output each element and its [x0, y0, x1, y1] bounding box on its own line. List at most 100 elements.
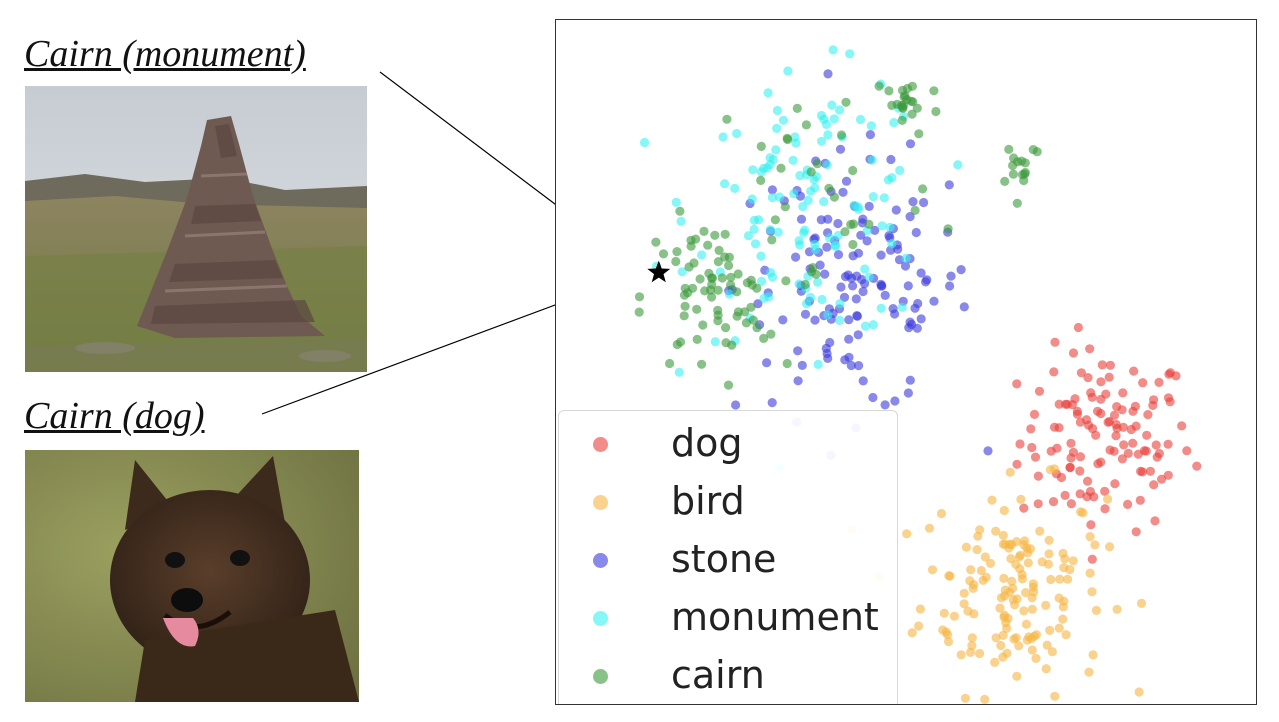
scatter-point-bird — [975, 648, 985, 659]
scatter-point-stone — [856, 230, 866, 240]
scatter-point-dog — [1033, 471, 1043, 481]
scatter-point-monument — [887, 173, 897, 183]
scatter-point-bird — [980, 552, 990, 562]
scatter-point-bird — [995, 603, 1005, 613]
scatter-point-dog — [1149, 480, 1159, 490]
scatter-point-bird — [965, 647, 976, 658]
scatter-point-dog — [1148, 400, 1158, 410]
scatter-point-cairn — [806, 167, 816, 177]
scatter-point-bird — [959, 599, 969, 609]
scatter-point-monument — [819, 197, 829, 207]
scatter-point-bird — [1014, 641, 1024, 651]
scatter-point-cairn — [897, 115, 907, 125]
scatter-point-cairn — [1020, 169, 1030, 179]
scatter-point-bird — [941, 627, 951, 637]
scatter-point-bird — [1091, 605, 1101, 616]
scatter-point-monument — [810, 239, 820, 249]
scatter-point-cairn — [907, 109, 917, 119]
scatter-point-monument — [868, 192, 878, 202]
scatter-point-stone — [905, 212, 915, 222]
scatter-point-cairn — [887, 100, 897, 110]
scatter-point-stone — [793, 376, 803, 386]
scatter-point-stone — [852, 271, 862, 281]
scatter-point-cairn — [671, 256, 681, 267]
scatter-point-bird — [914, 621, 924, 631]
scatter-point-monument — [845, 49, 855, 59]
scatter-point-cairn — [634, 292, 645, 302]
scatter-point-bird — [996, 640, 1006, 651]
scatter-point-stone — [886, 154, 896, 165]
scatter-point-dog — [1133, 449, 1143, 459]
scatter-point-monument — [825, 233, 835, 243]
scatter-point-monument — [774, 192, 785, 202]
scatter-point-dog — [1117, 454, 1127, 464]
scatter-point-bird — [1003, 613, 1013, 624]
scatter-point-stone — [852, 311, 862, 321]
scatter-point-bird — [968, 583, 978, 594]
scatter-point-dog — [1072, 409, 1082, 419]
scatter-point-dog — [1026, 424, 1036, 434]
scatter-point-stone — [820, 269, 830, 279]
scatter-point-dog — [1067, 400, 1077, 410]
scatter-point-bird — [1065, 564, 1075, 575]
scatter-point-monument — [676, 216, 686, 226]
legend-label-dog: dog — [671, 421, 743, 465]
scatter-point-dog — [1066, 453, 1076, 463]
scatter-point-bird — [956, 650, 966, 660]
scatter-canvas — [634, 45, 1202, 704]
scatter-point-cairn — [776, 163, 786, 173]
scatter-point-stone — [903, 281, 913, 291]
scatter-point-monument — [710, 337, 720, 347]
scatter-point-monument — [748, 165, 758, 175]
scatter-point-bird — [1015, 550, 1025, 560]
scatter-point-cairn — [746, 302, 756, 312]
scatter-point-bird — [1049, 464, 1059, 474]
scatter-point-monument — [819, 114, 829, 124]
scatter-point-stone — [762, 358, 772, 368]
scatter-point-bird — [1000, 585, 1010, 595]
scatter-point-cairn — [1020, 158, 1030, 168]
scatter-point-monument — [860, 321, 871, 331]
scatter-point-monument — [743, 231, 754, 241]
legend-item-dog: dog — [559, 415, 889, 473]
scatter-point-bird — [1016, 494, 1026, 504]
scatter-point-dog — [1111, 431, 1121, 441]
scatter-point-stone — [862, 236, 872, 246]
scatter-point-dog — [1097, 360, 1107, 370]
scatter-point-cairn — [713, 285, 723, 295]
scatter-point-dog — [1119, 440, 1129, 450]
scatter-point-dog — [1104, 372, 1114, 382]
scatter-point-monument — [677, 267, 687, 277]
scatter-point-bird — [1002, 623, 1012, 634]
scatter-point-monument — [759, 163, 769, 173]
scatter-point-monument — [724, 289, 734, 299]
scatter-point-dog — [1110, 479, 1120, 489]
scatter-point-stone — [844, 352, 854, 362]
scatter-point-cairn — [840, 227, 850, 237]
scatter-point-bird — [1068, 556, 1078, 566]
scatter-point-cairn — [717, 273, 727, 283]
scatter-point-cairn — [684, 262, 694, 272]
scatter-point-monument — [789, 189, 799, 199]
scatter-point-cairn — [848, 165, 858, 176]
scatter-point-monument — [833, 230, 843, 241]
scatter-point-stone — [767, 185, 777, 195]
scatter-point-bird — [1008, 583, 1018, 593]
legend-item-stone: stone — [559, 531, 889, 589]
scatter-point-monument — [953, 160, 963, 170]
scatter-point-monument — [887, 239, 897, 249]
scatter-point-cairn — [800, 279, 810, 290]
scatter-point-dog — [1109, 410, 1120, 420]
scatter-point-dog — [1143, 410, 1153, 420]
scatter-point-stone — [823, 69, 833, 79]
scatter-point-cairn — [900, 91, 910, 101]
scatter-point-cairn — [720, 229, 730, 239]
scatter-point-dog — [1192, 461, 1202, 471]
caption-cairn-dog: Cairn (dog) — [24, 395, 205, 437]
scatter-point-bird — [1134, 687, 1144, 697]
scatter-point-dog — [1019, 503, 1029, 513]
scatter-point-bird — [945, 571, 955, 581]
scatter-point-bird — [1012, 671, 1022, 681]
scatter-point-dog — [1034, 386, 1045, 396]
scatter-point-stone — [840, 272, 851, 282]
